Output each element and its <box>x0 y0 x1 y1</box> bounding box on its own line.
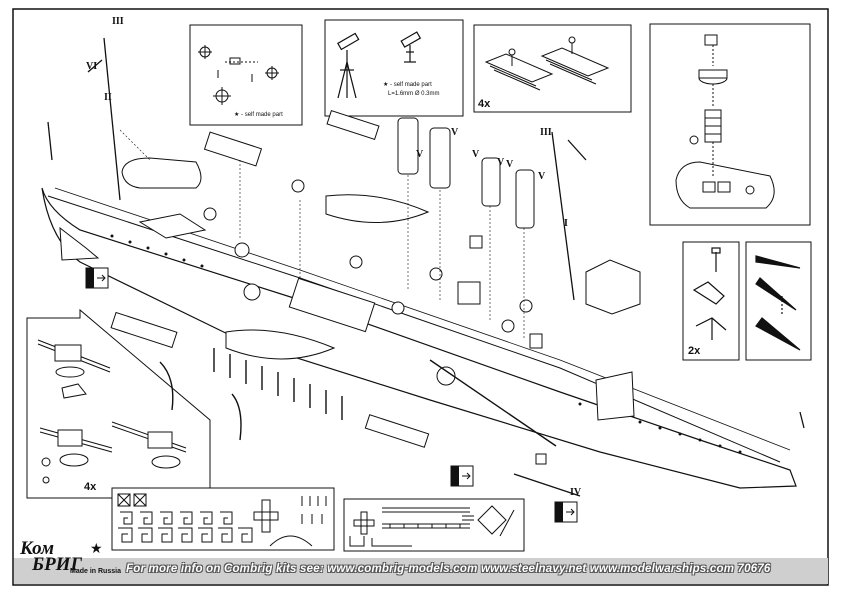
logo-word-1: Ком <box>20 538 54 559</box>
quantity-anchor: 2x <box>688 345 701 357</box>
photo-etch-fret-1 <box>111 487 335 551</box>
inset-box-guns <box>26 308 211 499</box>
footer-band <box>14 558 828 584</box>
part-label-v-e: V <box>538 171 546 182</box>
star-icon: ★ <box>90 540 103 556</box>
part-label-iii-top: III <box>112 16 124 27</box>
part-label-iv: IV <box>570 487 582 498</box>
part-label-v-a: V <box>416 149 424 160</box>
combrig-logo: Ком ★ БРИГ Made in Russia <box>18 538 128 582</box>
part-label-ii: II <box>104 92 112 103</box>
quantity-rafts: 4x <box>478 98 491 110</box>
part-label-vi: VI <box>86 61 98 72</box>
part-label-iii-mid: III <box>540 127 552 138</box>
masts <box>47 37 805 429</box>
logo-made-in: Made in Russia <box>70 568 121 575</box>
part-label-v-c: V <box>472 149 480 160</box>
part-label-v-f: V <box>497 157 505 168</box>
self-made-note-rigging: ★ - self made part <box>234 112 283 118</box>
attach-markers <box>85 267 578 523</box>
quantity-guns: 4x <box>84 481 97 493</box>
main-hull <box>41 157 797 489</box>
boats <box>225 194 430 360</box>
rods <box>429 359 581 497</box>
logo-word-2: БРИГ <box>32 554 82 575</box>
funnels <box>397 117 535 229</box>
part-label-v-d: V <box>506 159 514 170</box>
guide-lines <box>119 129 525 340</box>
davits <box>159 348 343 441</box>
inset-box-bridge <box>649 23 811 226</box>
inset-box-paravanes <box>745 241 812 361</box>
inset-box-crane <box>324 19 464 117</box>
self-made-note-crane: ★ - self made part <box>383 82 432 88</box>
inset-box-anchor <box>682 241 740 361</box>
self-made-note-crane-dims: L=1.6mm Ø 0.3mm <box>388 91 440 97</box>
footer-web-links: For more info on Combrig kits see: www.c… <box>126 563 771 575</box>
gun-drawings <box>37 339 187 484</box>
inset-box-rigging <box>189 24 303 126</box>
deck-fittings <box>110 109 547 465</box>
sheet-frame <box>12 8 829 586</box>
part-label-i: I <box>564 218 568 229</box>
part-label-v-b: V <box>451 127 459 138</box>
photo-etch-fret-2 <box>343 498 525 552</box>
inset-box-rafts <box>473 24 632 113</box>
